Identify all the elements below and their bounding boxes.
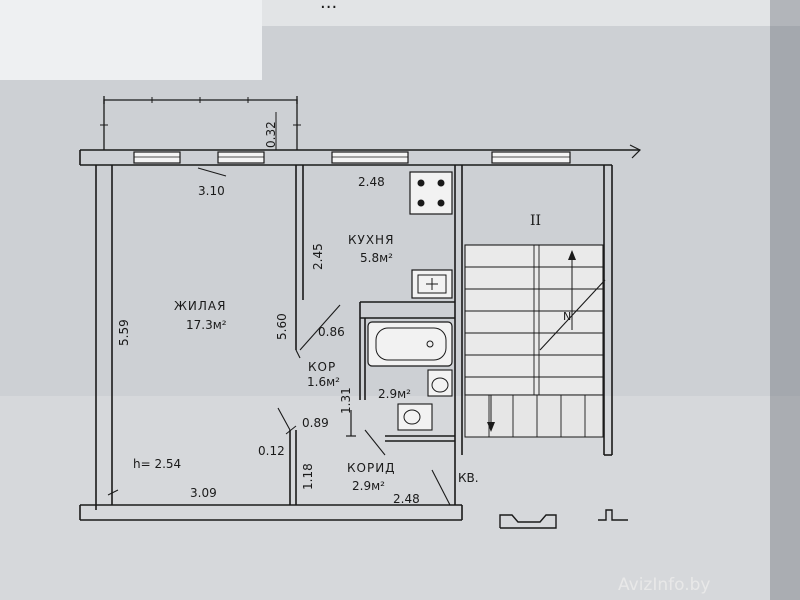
kitchen-sink	[411, 269, 453, 299]
washbasin	[397, 403, 433, 431]
corridor-name: КОРИД	[347, 461, 396, 475]
dim-5-59: 5.59	[117, 319, 131, 346]
living-room-name: ЖИЛАЯ	[174, 299, 226, 313]
bathtub	[367, 321, 453, 367]
dim-0-32: 0.32	[264, 121, 278, 148]
stair-treads	[465, 245, 603, 395]
bathroom-area: 2.9м²	[378, 387, 411, 401]
window-kitchen	[331, 151, 409, 164]
dim-3-09: 3.09	[190, 486, 217, 500]
dimension-lines	[107, 112, 297, 496]
dim-0-86: 0.86	[318, 325, 345, 339]
stair-mark: N	[563, 310, 571, 323]
living-door-leaf	[277, 407, 291, 431]
small-corridor-name: КОР	[308, 360, 336, 374]
right-shadow	[770, 0, 800, 600]
watermark: AvizInfo.by	[618, 575, 710, 595]
top-left-light-patch	[0, 0, 262, 80]
dim-2-45: 2.45	[311, 243, 325, 270]
stair-up-arrow	[568, 250, 576, 260]
kitchen-door-jamb	[295, 349, 301, 359]
windows	[133, 151, 571, 164]
stairwell	[464, 244, 606, 438]
toilet	[427, 369, 453, 397]
dim-2-48-top: 2.48	[358, 175, 385, 189]
kitchen-area: 5.8м²	[360, 251, 393, 265]
vent-symbol	[346, 410, 356, 437]
small-corridor-area: 1.6м²	[307, 375, 340, 389]
dim-3-10: 3.10	[198, 184, 225, 198]
doors	[277, 304, 451, 506]
entrance-marks	[499, 509, 628, 529]
dim-1-18: 1.18	[301, 463, 315, 490]
dim-5-60: 5.60	[275, 313, 289, 340]
kitchen-name: КУХНЯ	[348, 233, 394, 247]
dim-2-48-bottom: 2.48	[393, 492, 420, 506]
bath-door-leaf	[364, 429, 386, 456]
dim-0-12: 0.12	[258, 444, 285, 458]
top-strip	[262, 0, 800, 26]
dim-0-89: 0.89	[302, 416, 329, 430]
interior-walls	[289, 165, 463, 505]
lower-treads	[488, 395, 586, 437]
entrance-door-leaf	[431, 469, 451, 506]
corridor-area: 2.9м²	[352, 479, 385, 493]
balcony-ticks	[100, 97, 301, 126]
stair-number: II	[530, 213, 541, 229]
window-stair	[491, 151, 571, 164]
ceiling-height: h= 2.54	[133, 457, 181, 471]
apartment-label: КВ.	[458, 471, 479, 485]
header-text: ...	[320, 0, 337, 13]
kitchen-door-leaf	[299, 304, 341, 351]
wall-break-mark	[629, 144, 642, 159]
living-room-area: 17.3м²	[186, 318, 227, 332]
stair-down-arrow	[487, 422, 495, 432]
window-balcony-door	[217, 151, 265, 164]
dim-1-31: 1.31	[339, 387, 353, 414]
outer-walls	[79, 149, 640, 521]
window-living	[133, 151, 181, 164]
stove	[409, 171, 453, 215]
